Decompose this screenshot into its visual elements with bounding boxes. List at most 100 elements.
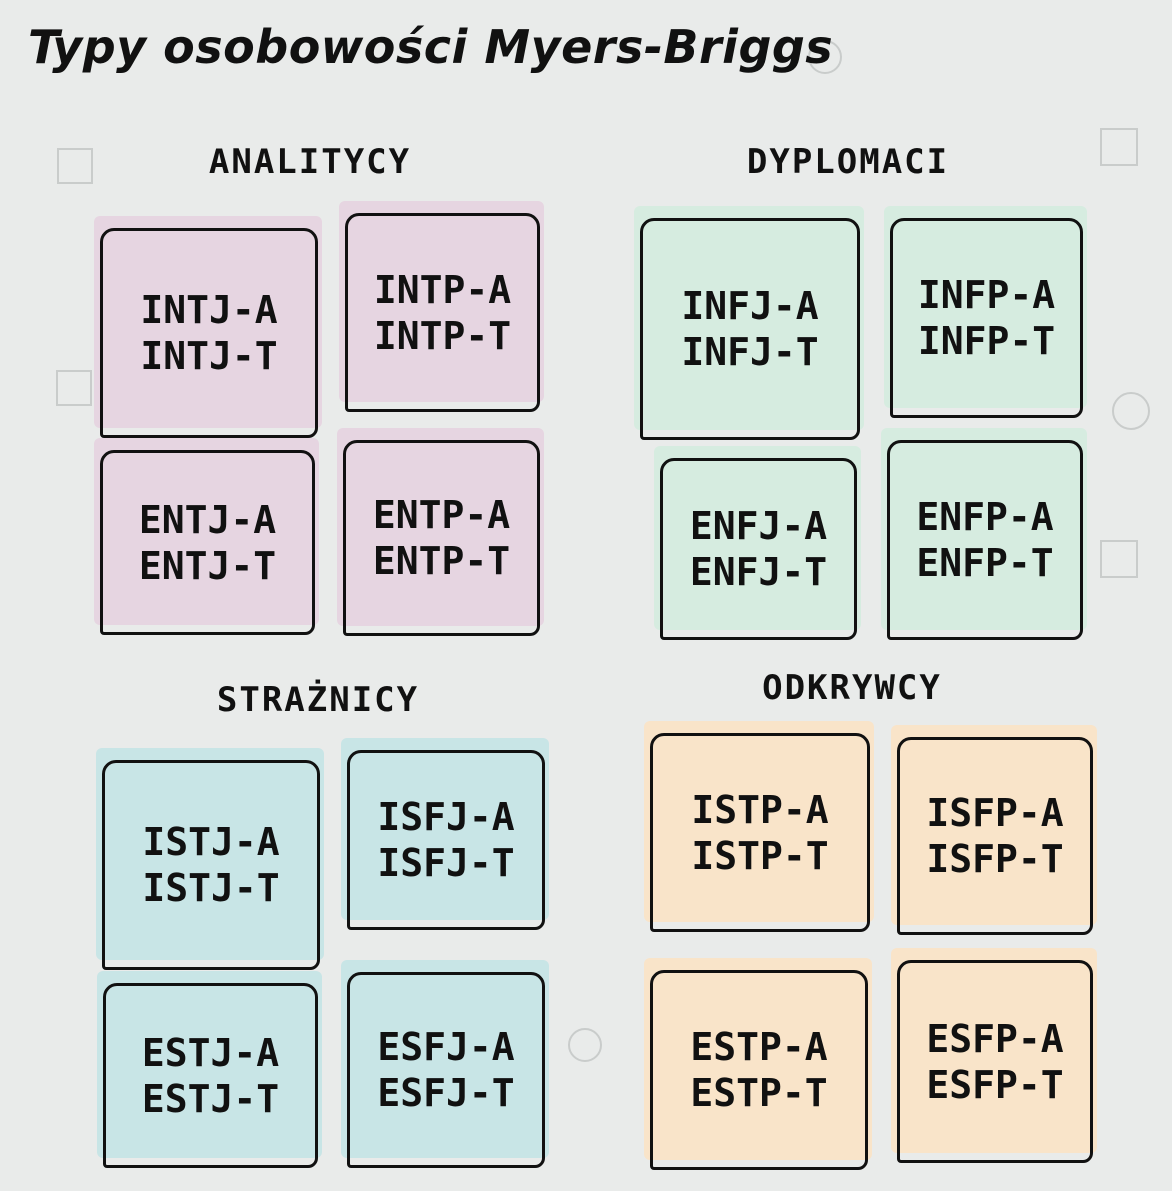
card-fill: [341, 738, 549, 920]
type-label: INFJ-T: [681, 330, 819, 374]
type-label: ESFJ-A: [377, 1025, 515, 1069]
page-title: Typy osobowości Myers-Briggs: [28, 20, 834, 74]
card-fill: [644, 958, 872, 1160]
card-frame: [102, 760, 320, 970]
type-label: INTP-T: [373, 313, 512, 358]
type-label: ISTJ-A: [142, 820, 280, 864]
type-label: ISTP-A: [691, 787, 829, 832]
card-frame: [897, 737, 1093, 935]
type-label: ENTP-A: [372, 493, 511, 537]
type-label: ESTJ-A: [141, 1030, 280, 1075]
type-label: ESTJ-T: [141, 1076, 280, 1121]
card-frame: [343, 440, 540, 636]
card-frame: [100, 228, 318, 438]
card-frame: [347, 750, 545, 930]
type-label: ISFJ-T: [377, 841, 515, 885]
group-heading: STRAŻNICY: [216, 680, 420, 720]
group-heading: ANALITYCY: [208, 142, 412, 182]
type-label: ENTJ-T: [138, 543, 277, 588]
card-fill: [94, 216, 322, 428]
type-label: ISTP-T: [691, 833, 829, 878]
card-fill: [337, 428, 544, 626]
type-label: ESFP-A: [926, 1016, 1064, 1061]
type-label: ENTJ-A: [138, 497, 277, 542]
decorative-square: [1100, 540, 1138, 578]
card-frame: [650, 970, 868, 1170]
decorative-circle: [1112, 392, 1150, 430]
card-frame: [345, 213, 540, 412]
type-label: INTJ-T: [140, 334, 278, 378]
type-label: ENFJ-T: [689, 550, 828, 594]
type-label: INTJ-A: [140, 288, 278, 332]
decorative-square: [56, 370, 92, 406]
type-label: ESFP-T: [926, 1062, 1064, 1107]
card-fill: [634, 206, 864, 430]
type-label: INFP-T: [917, 319, 1056, 363]
card-fill: [644, 721, 874, 922]
card-frame: [100, 450, 315, 635]
decorative-square: [1100, 128, 1138, 166]
card-fill: [94, 438, 319, 625]
type-label: ENFJ-A: [689, 504, 828, 548]
card-frame: [890, 218, 1083, 418]
type-label: ISTJ-T: [142, 866, 280, 910]
card-fill: [341, 960, 549, 1158]
card-fill: [97, 971, 322, 1158]
decorative-circle: [808, 40, 842, 74]
card-fill: [96, 748, 324, 960]
type-label: ISFP-T: [926, 837, 1064, 881]
type-label: ISFJ-A: [377, 795, 515, 839]
type-label: ESTP-T: [690, 1071, 828, 1115]
card-fill: [654, 446, 861, 630]
card-frame: [650, 733, 870, 932]
card-frame: [103, 983, 318, 1168]
type-label: ISFP-A: [926, 791, 1064, 835]
type-label: INFJ-A: [681, 284, 819, 328]
type-label: ENFP-T: [916, 541, 1054, 585]
card-fill: [891, 948, 1097, 1153]
card-fill: [339, 201, 544, 402]
type-label: ENTP-T: [372, 539, 511, 583]
card-frame: [347, 972, 545, 1168]
card-frame: [640, 218, 860, 440]
decorative-square: [57, 148, 93, 184]
group-heading: DYPLOMACI: [746, 142, 950, 182]
decorative-circle: [568, 1028, 602, 1062]
card-fill: [881, 428, 1087, 630]
card-frame: [887, 440, 1083, 640]
type-label: ESTP-A: [690, 1025, 828, 1069]
type-label: INTP-A: [373, 267, 512, 312]
card-frame: [660, 458, 857, 640]
type-label: ENFP-A: [916, 495, 1054, 539]
type-label: ESFJ-T: [377, 1071, 515, 1115]
